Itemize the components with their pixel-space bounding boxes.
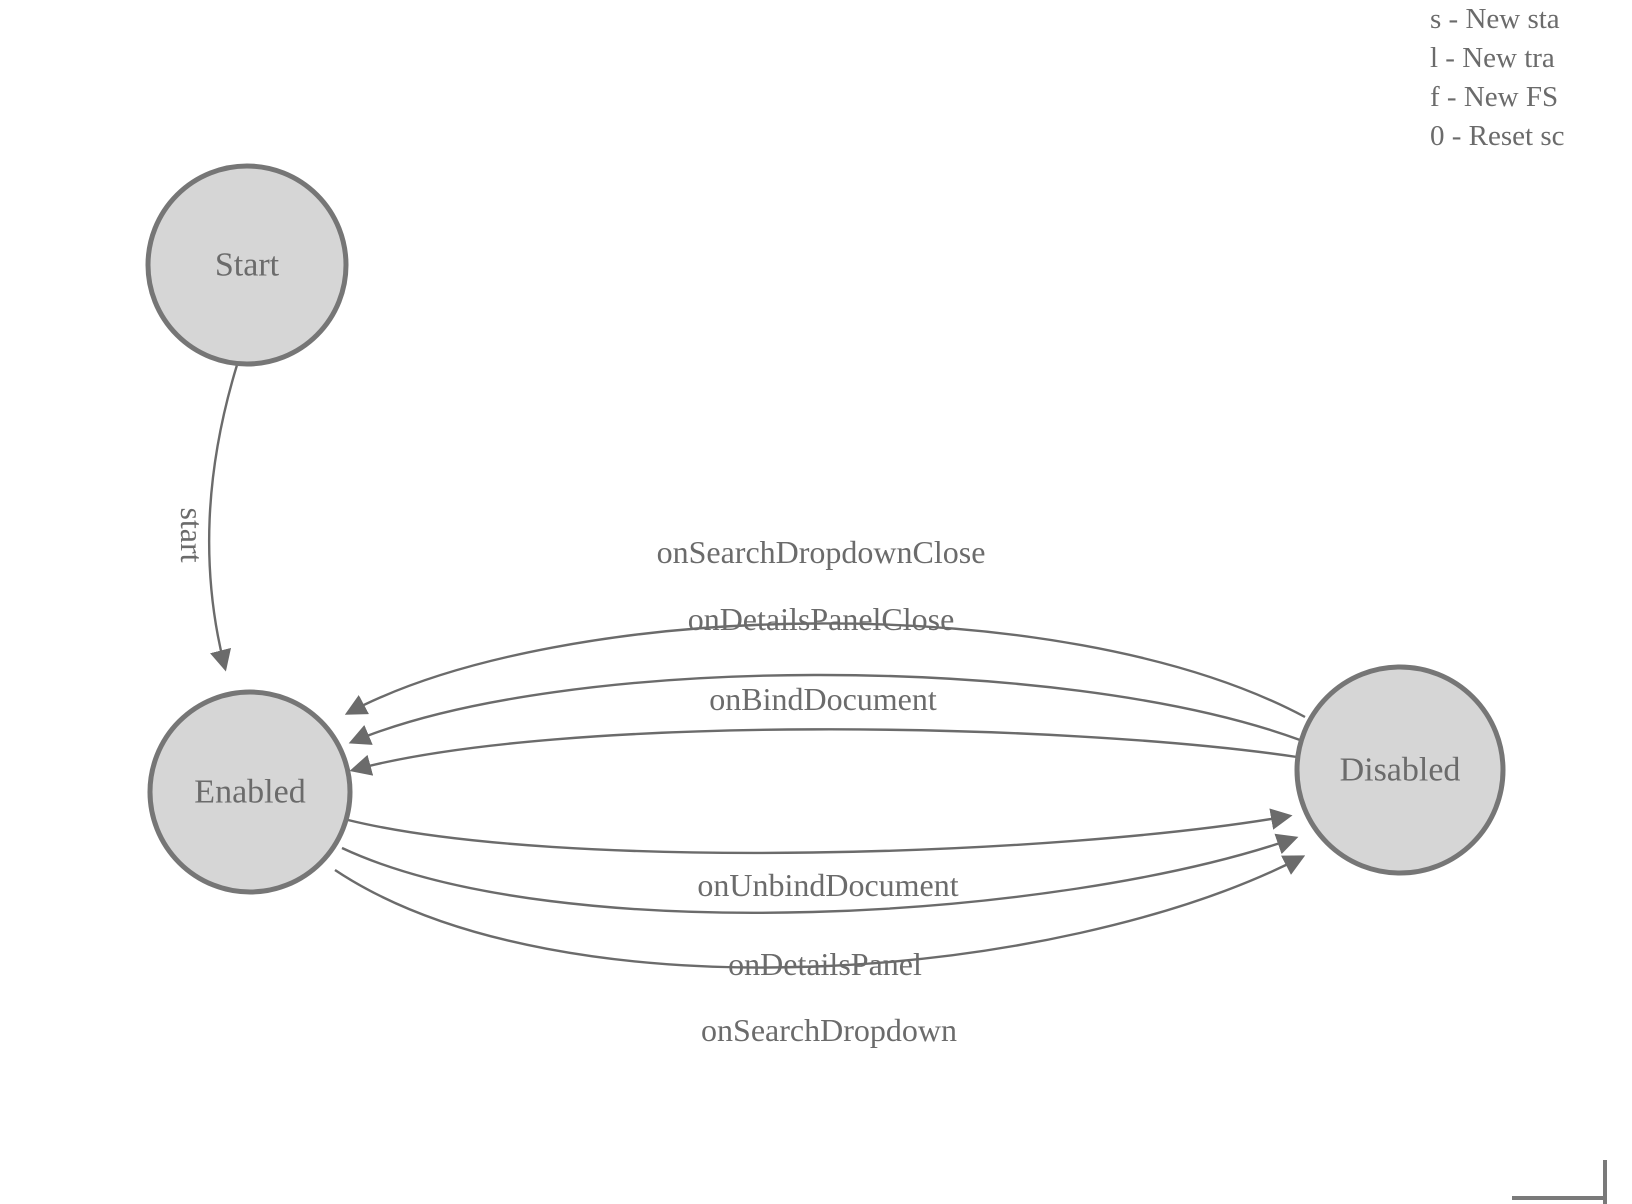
state-circle-start[interactable] [145,163,349,367]
edge-e-bind[interactable] [349,728,1298,776]
edge-e-searchclose[interactable] [344,622,1306,719]
edge-label-e-detailsclose[interactable]: onDetailsPanelClose [688,601,955,637]
state-node-enabled[interactable]: Enabled [147,689,353,895]
edge-e-detailsclose[interactable] [348,673,1301,745]
state-node-disabled[interactable]: Disabled [1294,664,1506,876]
edge-e-details[interactable] [341,833,1299,914]
state-node-start[interactable]: Start [145,163,349,367]
edge-label-e-start[interactable]: start [174,507,210,562]
edges-layer [207,364,1306,969]
edge-e-start[interactable] [207,364,239,672]
edge-e-unbind[interactable] [347,808,1293,855]
edge-label-e-searchdropdown[interactable]: onSearchDropdown [701,1012,957,1048]
state-circle-disabled[interactable] [1294,664,1506,876]
edge-labels-layer: start onSearchDropdownClose onDetailsPanel… [174,507,985,1048]
edge-label-e-searchclose[interactable]: onSearchDropdownClose [657,534,986,570]
edge-label-e-bind[interactable]: onBindDocument [709,681,937,717]
edge-e-searchdropdown[interactable] [334,855,1306,969]
state-label-disabled: Disabled [1340,752,1461,789]
state-label-enabled: Enabled [194,774,305,811]
edge-label-e-unbind[interactable]: onUnbindDocument [697,867,958,903]
state-circle-enabled[interactable] [147,689,353,895]
state-label-start: Start [215,247,280,284]
edge-label-e-details[interactable]: onDetailsPanel [728,946,922,982]
